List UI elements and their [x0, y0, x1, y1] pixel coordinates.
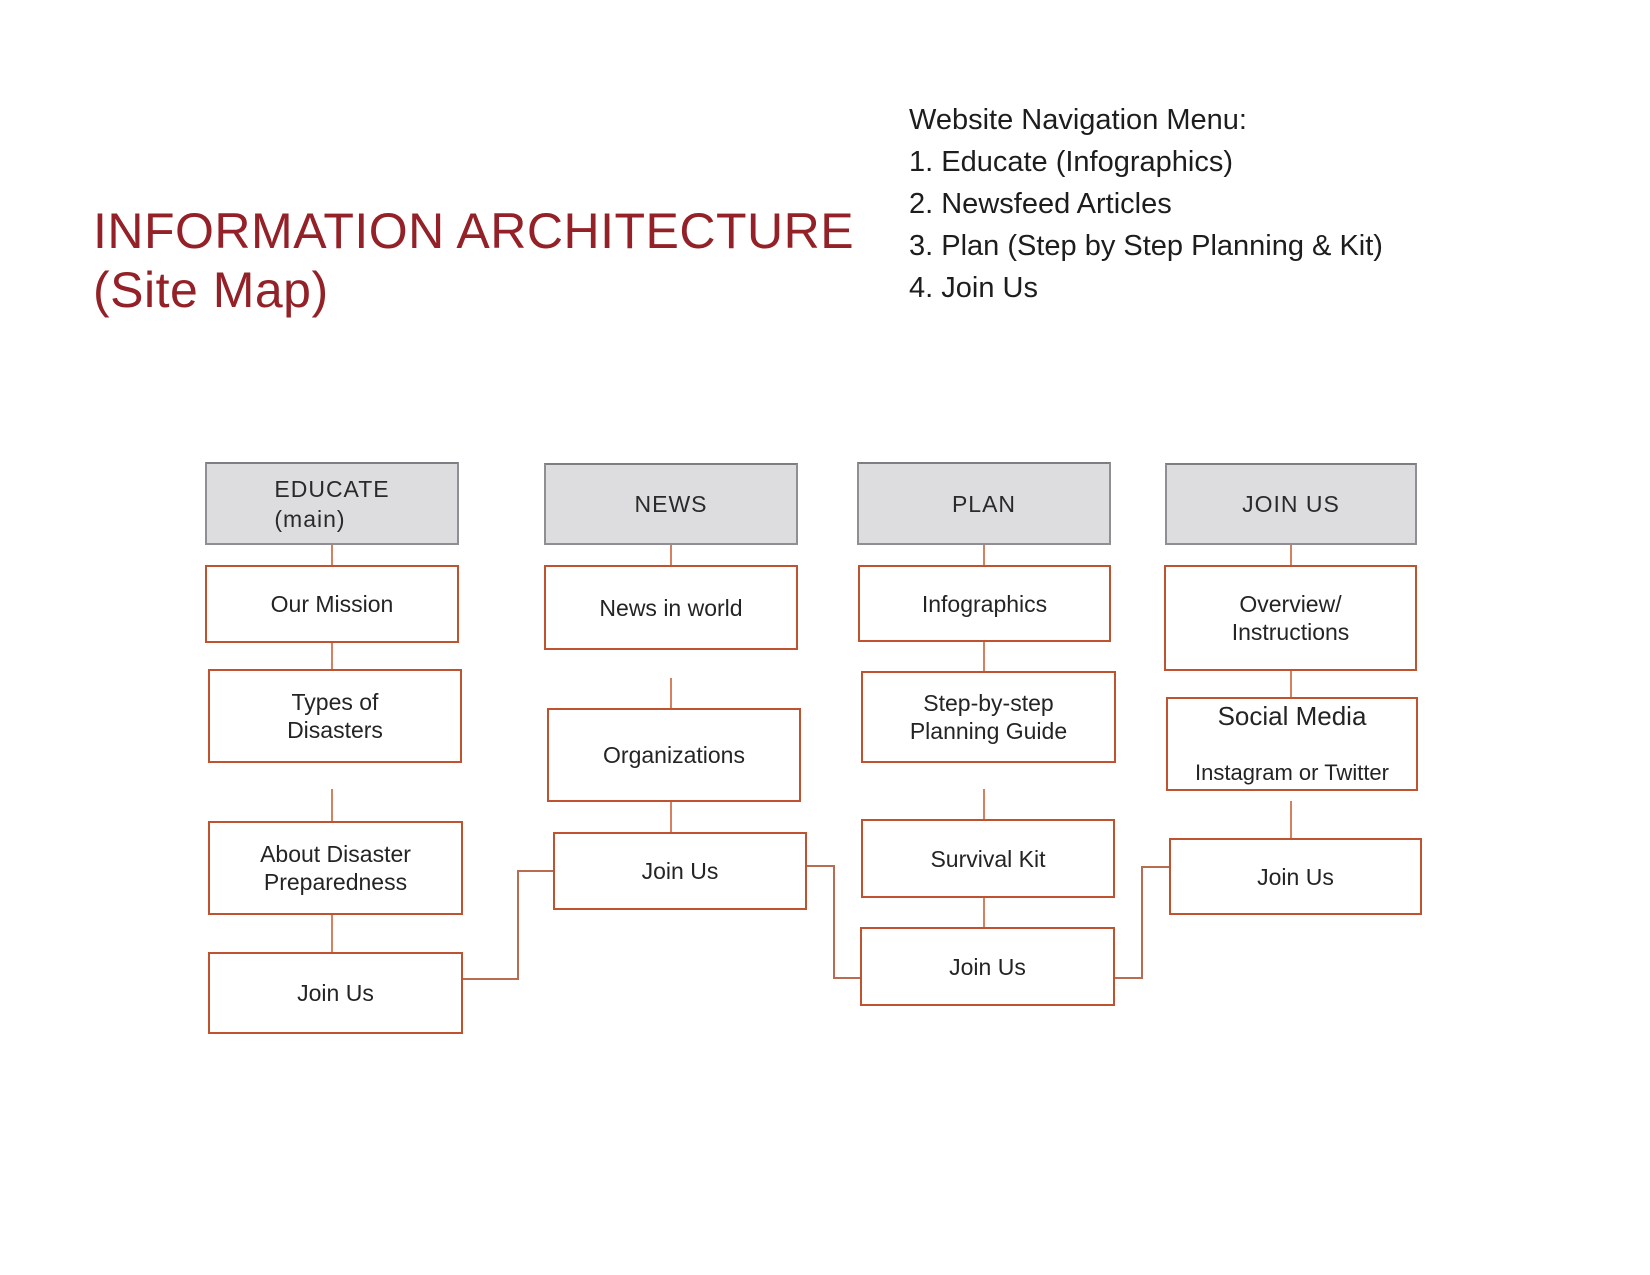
connector-types-about: [331, 789, 333, 821]
connector-joinus-header-overview: [1290, 545, 1292, 565]
node-sublabel: Instagram or Twitter: [1195, 760, 1389, 785]
connector-socialmedia-joinus: [1290, 801, 1292, 838]
connector-stepbystep-survivalkit: [983, 789, 985, 819]
node-label: Our Mission: [270, 591, 394, 617]
node-overview-instructions: Overview/ Instructions: [1164, 565, 1417, 671]
nav-menu-item-educate: 1. Educate (Infographics): [909, 146, 1234, 178]
node-step-by-step-planning-guide: Step-by-step Planning Guide: [861, 671, 1137, 784]
connector-educate-news-h2: [517, 870, 555, 872]
column-header-plan: PLAN: [857, 462, 1111, 545]
connector-about-joinus: [331, 913, 333, 952]
connector-overview-socialmedia: [1290, 669, 1292, 697]
connector-plan-joinus-h2: [1141, 866, 1171, 868]
website-nav-menu: Website Navigation Menu: 1. Educate (Inf…: [909, 99, 1383, 309]
connector-news-plan-h1: [805, 865, 835, 867]
connector-news-plan-h2: [833, 977, 862, 979]
node-social-media: Social Media Instagram or Twitter: [1166, 697, 1439, 812]
node-types-of-disasters: Types of Disasters: [208, 669, 483, 784]
nav-menu-item-newsfeed: 2. Newsfeed Articles: [909, 188, 1172, 220]
node-survival-kit: Survival Kit: [861, 819, 1115, 898]
column-header-join-us: JOIN US: [1165, 463, 1417, 545]
node-news-join-us: Join Us: [553, 832, 807, 910]
node-label: Join Us: [297, 980, 374, 1006]
page-title: INFORMATION ARCHITECTURE (Site Map): [93, 202, 854, 320]
connector-educate-news-v: [517, 870, 519, 980]
connector-educate-news-h1: [461, 978, 519, 980]
nav-menu-item-plan: 3. Plan (Step by Step Planning & Kit): [909, 230, 1383, 262]
column-header-educate-label: EDUCATE: [274, 475, 390, 502]
node-label: News in world: [599, 594, 743, 621]
page-title-line2: (Site Map): [93, 262, 329, 318]
node-organizations: Organizations: [547, 708, 801, 802]
node-label: Infographics: [921, 590, 1048, 617]
node-label: Overview/ Instructions: [1231, 591, 1350, 645]
connector-newsworld-organizations: [670, 678, 672, 708]
nav-menu-heading: Website Navigation Menu:: [909, 104, 1247, 136]
column-header-join-us-label: JOIN US: [1242, 491, 1340, 517]
connector-news-header-newsworld: [670, 545, 672, 565]
nav-menu-item-join-us: 4. Join Us: [909, 272, 1038, 304]
node-label: Step-by-step Planning Guide: [909, 690, 1068, 744]
node-infographics: Infographics: [858, 565, 1111, 642]
node-our-mission: Our Mission: [205, 565, 459, 643]
node-label: Join Us: [1257, 863, 1334, 890]
node-educate-join-us: Join Us: [208, 952, 463, 1034]
connector-plan-joinus-v: [1141, 866, 1143, 979]
node-label: Organizations: [603, 742, 745, 768]
column-header-educate-sublabel: (main): [274, 505, 346, 532]
node-label: Join Us: [641, 858, 719, 884]
node-label: About Disaster Preparedness: [260, 841, 411, 895]
node-label: Survival Kit: [930, 845, 1046, 872]
column-header-educate: EDUCATE (main): [205, 462, 459, 545]
connector-plan-header-infographics: [983, 545, 985, 565]
connector-plan-joinus-h1: [1113, 977, 1143, 979]
connector-mission-types: [331, 643, 333, 669]
column-header-news: NEWS: [544, 463, 798, 545]
node-plan-join-us: Join Us: [860, 927, 1115, 1006]
node-news-in-world: News in world: [544, 565, 819, 671]
node-label: Types of Disasters: [287, 689, 383, 743]
connector-survivalkit-joinus: [983, 896, 985, 927]
connector-infographics-stepbystep: [983, 640, 985, 671]
column-header-news-label: NEWS: [634, 491, 708, 517]
page-title-line1: INFORMATION ARCHITECTURE: [93, 203, 855, 259]
node-label: Social Media: [1217, 701, 1367, 731]
connector-educate-header-mission: [331, 545, 333, 565]
connector-organizations-joinus: [670, 800, 672, 832]
node-joinus-join-us: Join Us: [1169, 838, 1422, 915]
node-label: Join Us: [949, 953, 1026, 980]
column-header-plan-label: PLAN: [951, 490, 1017, 517]
connector-news-plan-v: [833, 865, 835, 979]
node-about-disaster-preparedness: About Disaster Preparedness: [208, 821, 469, 921]
